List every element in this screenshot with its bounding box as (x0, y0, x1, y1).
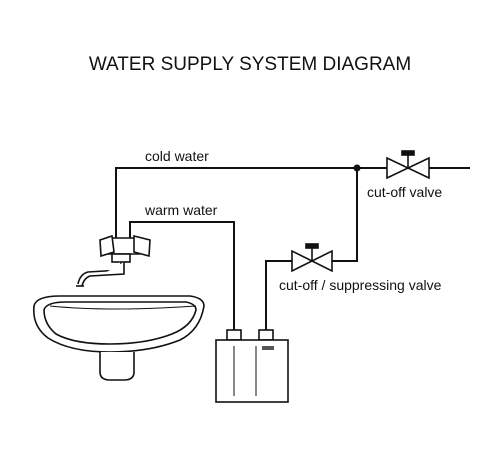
cold-water-pipe (115, 167, 470, 240)
warm-water-pipe (129, 221, 235, 330)
cutoff-valve-icon (386, 150, 430, 180)
suppressing-valve-icon (291, 243, 333, 273)
cold-water-label: cold water (145, 148, 209, 164)
washbasin-icon (32, 295, 205, 381)
suppressing-valve-label: cut-off / suppressing valve (279, 277, 442, 293)
cutoff-valve-label: cut-off valve (367, 184, 442, 200)
diagram-title: WATER SUPPLY SYSTEM DIAGRAM (89, 54, 411, 75)
mixer-faucet-icon (76, 234, 151, 287)
water-heater-icon (215, 329, 289, 403)
warm-water-label: warm water (144, 202, 218, 218)
